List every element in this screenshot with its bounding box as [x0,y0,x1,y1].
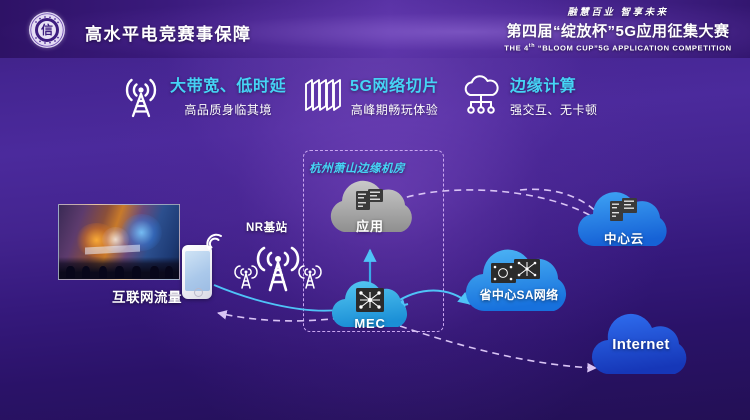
phone-screen [184,251,210,291]
network-mesh-icon [491,259,540,283]
feature-title: 5G网络切片 [350,78,439,95]
cloud-shape-sa [465,249,567,312]
feature-text-slicing: 5G网络切片 高峰期畅玩体验 [350,72,439,118]
network-architecture-diagram: 杭州萧山边缘机房 互联网流量 [0,128,750,420]
link-centercloud-to-app [387,189,601,222]
link-phone-to-mec [213,284,339,312]
feature-text-edge-computing: 边缘计算 强交互、无卡顿 [510,72,598,118]
link-mec-to-phone [217,310,341,322]
organization-logo: 信 [25,12,69,48]
crowd-head [81,265,91,278]
crowd-head [66,265,75,278]
feature-subtitle: 强交互、无卡顿 [510,103,598,117]
crowd-head [132,265,141,278]
edge-datacenter-label: 杭州萧山边缘机房 [309,163,405,175]
logo-glyph: 信 [40,23,53,37]
cell-tower-icon [118,70,164,120]
crowd-head [150,265,159,278]
header-bar: 信 高水平电竞赛事保障 融慧百业 智享未来 第四届“绽放杯”5G应用征集大赛 T… [0,0,750,58]
node-application[interactable]: 应用 [322,176,418,238]
node-center-cloud[interactable]: 中心云 [572,186,676,252]
internet-traffic-label: 互联网流量 [112,290,182,305]
feature-subtitle: 高峰期畅玩体验 [350,103,439,117]
node-provincial-sa-network[interactable]: 省中心SA网络 [460,240,578,318]
cloud-shape-internet [591,313,687,375]
esports-arena-photo [58,204,180,280]
feature-title: 边缘计算 [510,78,577,95]
server-stack-icon [356,189,383,210]
network-slice-icon [298,70,344,120]
wifi-signal-icon [206,233,222,250]
banner-subtitle: THE 4th “BLOOM CUP”5G APPLICATION COMPET… [492,43,744,53]
feature-item-bandwidth: 大带宽、低时延 高品质身临其境 [118,62,286,128]
phone-home-button [193,287,203,297]
banner-subtitle-sup: th [528,43,536,49]
link-mec-to-internet [399,325,597,373]
logo-inner-disc-light [38,21,56,39]
logo-arc-text-icon [30,13,64,47]
server-stack-icon [610,198,637,221]
feature-subtitle: 高品质身临其境 [184,103,272,117]
feature-text-bandwidth: 大带宽、低时延 高品质身临其境 [170,72,286,118]
feature-title: 大带宽、低时延 [170,78,287,95]
diagram-connectors [213,188,605,373]
edge-datacenter-zone [303,150,444,332]
crowd-head [115,265,124,278]
feature-item-slicing: 5G网络切片 高峰期畅玩体验 [298,62,439,128]
crowd-head [164,265,173,278]
banner-subtitle-pre: THE 4 [504,43,529,53]
feature-strip: 大带宽、低时延 高品质身临其境 5G网络切片 高峰期畅玩体验 [0,62,750,128]
node-mec[interactable]: MEC [327,276,413,332]
cloud-shape-gray [330,180,412,232]
competition-banner: 融慧百业 智享未来 第四届“绽放杯”5G应用征集大赛 THE 4th “BLOO… [492,4,744,53]
page-title: 高水平电竞赛事保障 [85,25,252,44]
base-station-label: NR基站 [246,222,288,234]
network-mesh-icon [356,288,384,312]
banner-title: 第四届“绽放杯”5G应用征集大赛 [506,23,730,40]
node-internet[interactable]: Internet [586,308,696,380]
stage-platform [85,244,141,255]
crowd-head [98,265,107,278]
nr-base-station-icon [234,246,322,292]
feature-item-edge-computing: 边缘计算 强交互、无卡顿 [458,62,598,128]
stage-light-cool [121,213,163,251]
edge-cloud-icon [458,70,504,120]
banner-tagline: 融慧百业 智享未来 [567,7,669,18]
banner-subtitle-post: “BLOOM CUP”5G APPLICATION COMPETITION [535,43,732,53]
smartphone-device [182,245,212,299]
